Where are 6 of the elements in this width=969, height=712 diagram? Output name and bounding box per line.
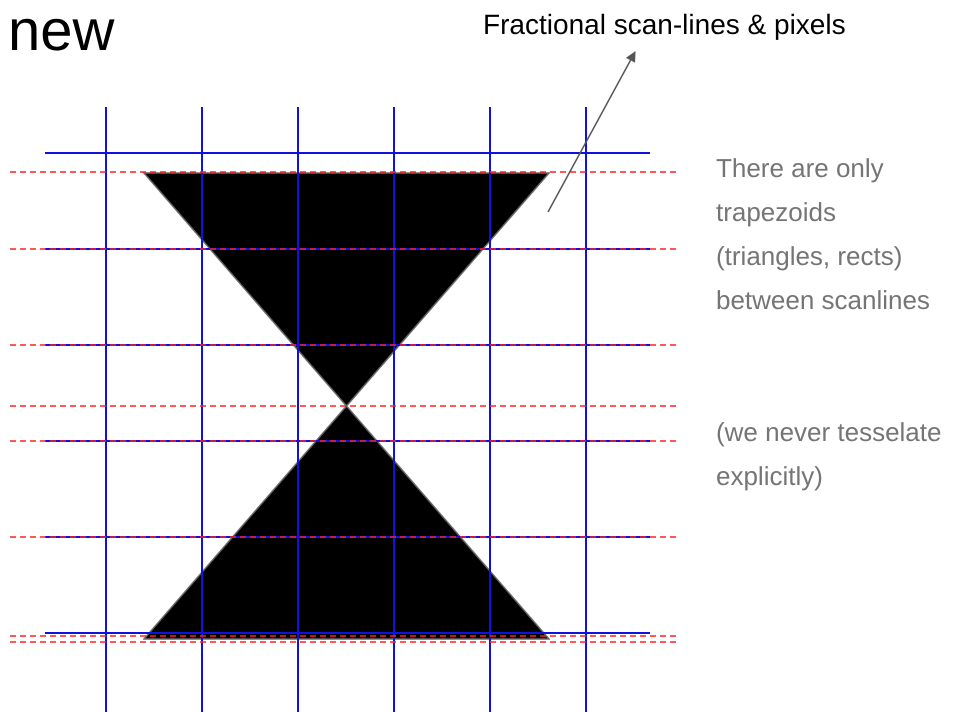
note-text: There are only trapezoids (triangles, rects) between scanlines (716, 152, 931, 317)
note-text: (we never tesselate explicitly) (716, 416, 942, 493)
leader-arrow (547, 51, 636, 212)
title: new (8, 0, 114, 62)
hourglass-shape-drawing (143, 172, 550, 640)
callout-text: Fractional scan-lines & pixels (483, 8, 963, 48)
